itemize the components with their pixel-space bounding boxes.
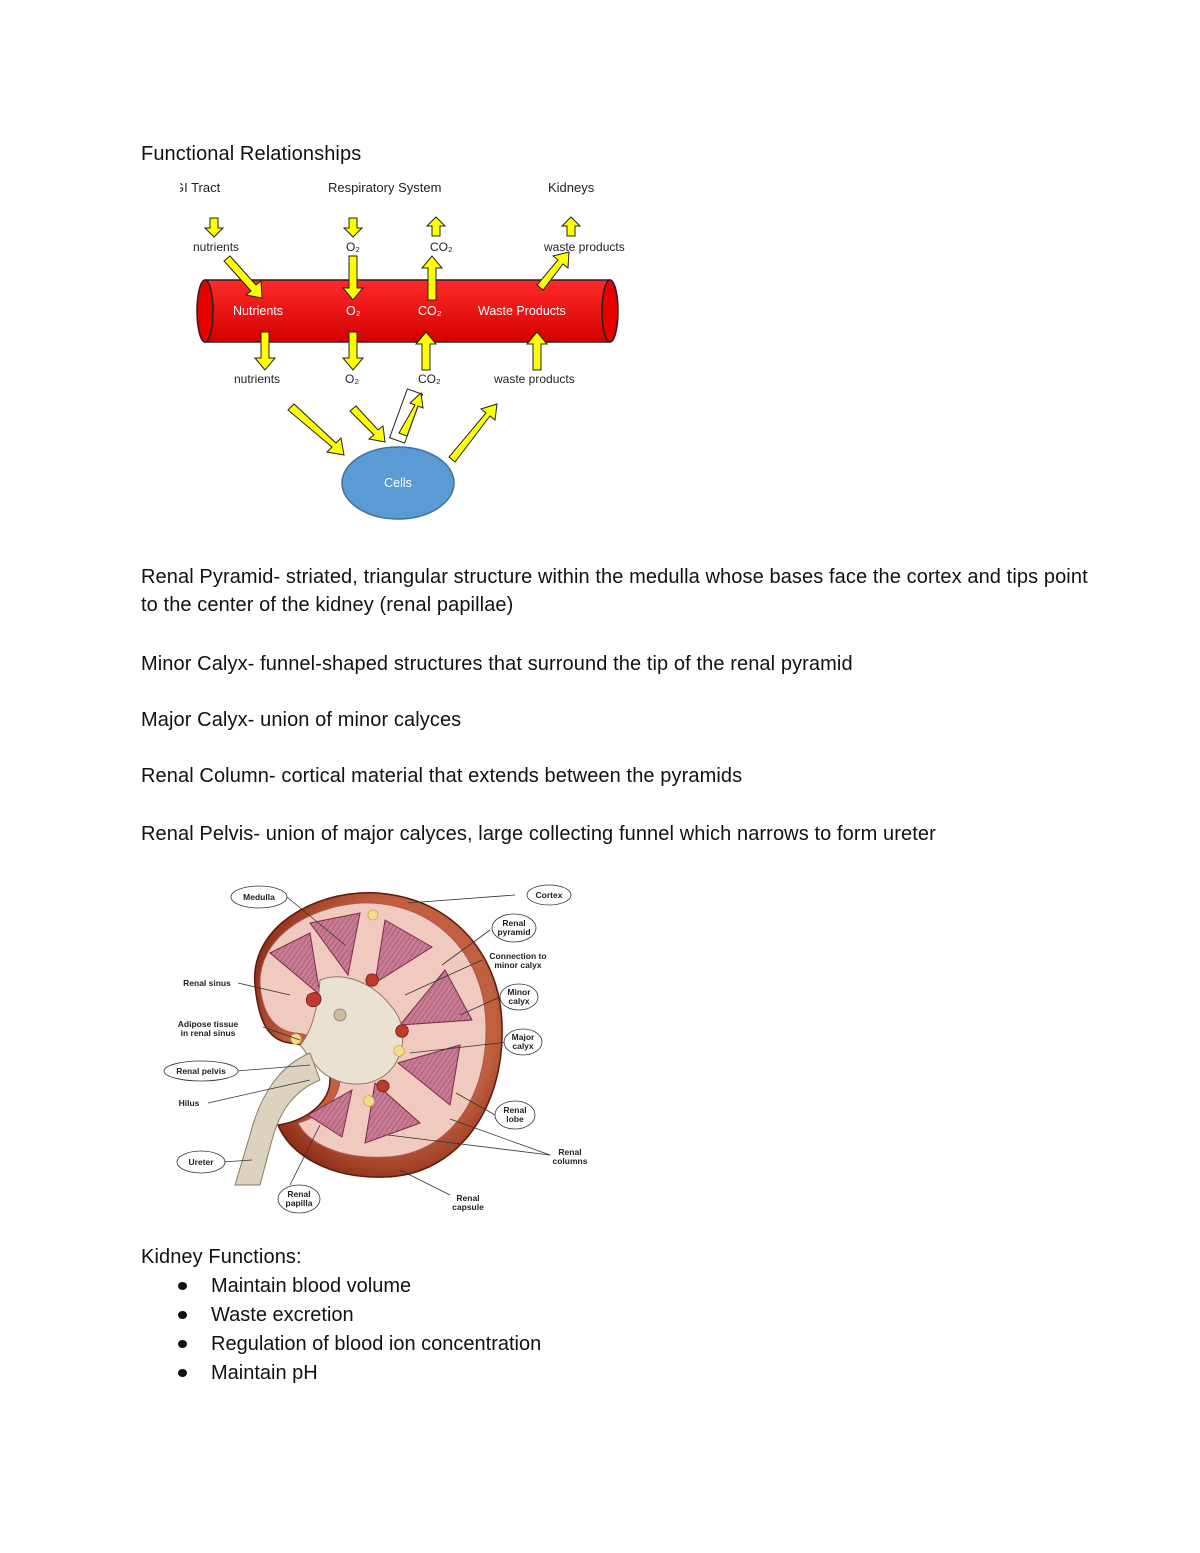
list-item: Maintain pH [176,1359,541,1388]
arrow-o2-to-cells [349,405,386,443]
kidney-label-cortex: Cortex [536,890,563,900]
list-item: Waste excretion [176,1301,541,1330]
top-label-waste: waste products [543,240,625,254]
kidney-functions-list: Maintain blood volume Waste excretion Re… [176,1272,541,1388]
list-item: Regulation of blood ion concentration [176,1330,541,1359]
bottom-label-co2: CO₂ [418,372,441,386]
arrow-waste-into-vessel [525,331,549,371]
top-arrow-co2-up [425,216,447,237]
kidney-label-ureter: Ureter [188,1157,214,1167]
list-item-text: Regulation of blood ion concentration [211,1333,542,1355]
source-kidneys: Kidneys [548,180,595,195]
kidney-label-adipose-1: Adipose tissue [178,1019,239,1029]
kidney-label-renal-pyramid-1: Renal [502,918,525,928]
definition-renal-pyramid: Renal Pyramid- striated, triangular stru… [141,566,1088,616]
arrow-co2-into-vessel [414,331,438,371]
kidney-label-renal-capsule-1: Renal [456,1193,479,1203]
blood-vessel [196,279,619,343]
kidney-label-renal-lobe-2: lobe [506,1114,524,1124]
kidney-label-connection-2: minor calyx [494,960,542,970]
kidney-vessels [306,973,409,1093]
renal-pyramids [269,912,473,1144]
vessel-label-nutrients: Nutrients [233,304,283,318]
kidney-label-renal-lobe-1: Renal [503,1105,526,1115]
bullet-icon [178,1369,187,1377]
kidney-leader-lines [207,894,551,1196]
definition-renal-pelvis: Renal Pelvis- union of major calyces, la… [141,823,936,845]
bottom-label-nutrients: nutrients [234,372,280,386]
arrow-gi-to-vessel [223,255,263,299]
kidney-functions-title: Kidney Functions: [141,1246,302,1268]
arrow-vessel-to-kidneys [536,251,570,291]
kidney-label-medulla: Medulla [243,892,275,902]
definition-renal-column: Renal Column- cortical material that ext… [141,765,743,787]
kidney-label-renal-papilla-1: Renal [287,1189,310,1199]
kidney-label-minor-calyx-2: calyx [508,996,530,1006]
arrow-vessel-nutrients-out [253,331,277,371]
kidney-anatomy-illustration: Medulla Cortex Renal pyramid Connection … [163,884,588,1214]
functional-relationships-diagram: GI Tract Respiratory System Kidneys nutr… [180,180,625,520]
arrow-nutrients-to-cells [287,403,345,456]
top-arrow-kidneys-up [560,216,582,237]
kidney-label-renal-papilla-2: papilla [286,1198,313,1208]
kidney-label-adipose-2: in renal sinus [181,1028,236,1038]
arrow-vessel-o2-out [341,331,365,371]
arrow-co2-out-vessel [420,255,444,301]
bullet-icon [178,1340,187,1348]
definition-major-calyx: Major Calyx- union of minor calyces [141,709,462,731]
top-label-o2: O₂ [346,240,360,254]
kidney-label-ovals [163,884,572,1214]
renal-pelvis-shape [234,976,404,1186]
kidney-label-renal-capsule-2: capsule [452,1202,484,1212]
kidney-label-major-calyx-1: Major [512,1032,535,1042]
top-arrow-o2-down [342,217,364,238]
top-label-co2: CO₂ [430,240,453,254]
arrow-cells-co2-boxed [388,388,424,444]
bottom-label-waste: waste products [493,372,575,386]
definition-minor-calyx: Minor Calyx- funnel-shaped structures th… [141,653,853,675]
kidney-label-renal-columns-1: Renal [558,1147,581,1157]
kidney-label-hilus: Hilus [179,1098,200,1108]
cells-label: Cells [384,476,412,490]
kidney-label-renal-pyramid-2: pyramid [497,927,530,937]
list-item-text: Maintain pH [211,1362,318,1384]
arrow-cells-to-waste [448,403,498,463]
kidney-label-renal-pelvis: Renal pelvis [176,1066,226,1076]
kidney-fat [290,909,405,1107]
arrow-o2-into-vessel [341,255,365,301]
list-item-text: Waste excretion [211,1304,354,1326]
source-respiratory-system: Respiratory System [328,180,441,195]
top-arrow-gi-down [203,217,225,238]
bullet-icon [178,1311,187,1319]
kidney-label-renal-sinus: Renal sinus [183,978,231,988]
source-gi-tract: GI Tract [180,180,221,195]
bottom-label-o2: O₂ [345,372,359,386]
top-label-nutrients: nutrients [193,240,239,254]
vessel-label-co2: CO₂ [418,304,442,318]
vessel-label-waste: Waste Products [478,304,566,318]
kidney-label-minor-calyx-1: Minor [507,987,531,997]
bullet-icon [178,1282,187,1290]
vessel-label-o2: O₂ [346,304,361,318]
list-item-text: Maintain blood volume [211,1275,412,1297]
kidney-label-major-calyx-2: calyx [512,1041,534,1051]
kidney-label-renal-columns-2: columns [553,1156,588,1166]
cells-ellipse [341,446,455,520]
kidney-label-connection-1: Connection to [489,951,546,961]
list-item: Maintain blood volume [176,1272,541,1301]
section-title: Functional Relationships [141,143,362,165]
